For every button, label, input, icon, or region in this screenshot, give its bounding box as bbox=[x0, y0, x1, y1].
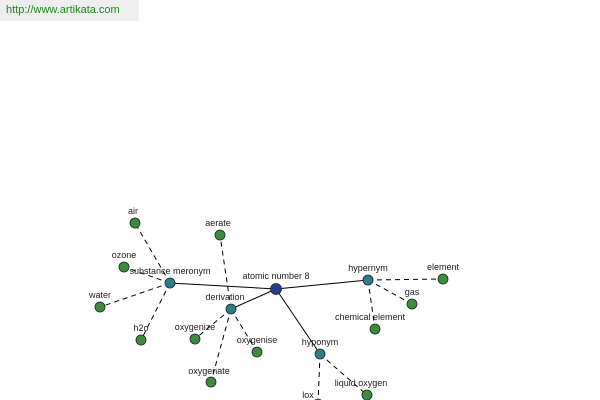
graph-node-chemical-element[interactable]: chemical element bbox=[335, 312, 406, 335]
edge-hyponym-liquid-oxygen bbox=[319, 353, 368, 396]
graph-node-gas[interactable]: gas bbox=[405, 287, 420, 310]
edge-substance-meronym-ozone bbox=[123, 266, 171, 284]
node-label: oxygenize bbox=[175, 322, 216, 332]
node-dot[interactable] bbox=[437, 273, 449, 285]
graph-node-h2o[interactable]: h2o bbox=[133, 323, 149, 346]
node-label: element bbox=[427, 262, 460, 272]
graph-node-lox[interactable]: lox bbox=[302, 390, 323, 400]
graph-node-root[interactable]: atomic number 8 bbox=[242, 271, 310, 295]
node-layer: atomic number 8 substance meronym derivati… bbox=[88, 206, 460, 400]
edge-derivation-aerate bbox=[219, 234, 232, 310]
edge-hypernym-element bbox=[367, 278, 444, 281]
node-label: gas bbox=[405, 287, 420, 297]
node-label: h2o bbox=[133, 323, 148, 333]
node-dot[interactable] bbox=[118, 261, 130, 273]
graph-node-air[interactable]: air bbox=[128, 206, 141, 229]
graph-node-aerate[interactable]: aerate bbox=[205, 218, 231, 241]
graph-node-derivation[interactable]: derivation bbox=[205, 292, 245, 315]
node-label: hyponym bbox=[302, 337, 339, 347]
node-dot[interactable] bbox=[189, 333, 201, 345]
node-label: ozone bbox=[112, 250, 137, 260]
node-dot[interactable] bbox=[251, 346, 263, 358]
node-label: oxygenate bbox=[188, 366, 230, 376]
node-label: hypernym bbox=[348, 263, 388, 273]
node-dot[interactable] bbox=[214, 229, 226, 241]
node-label: oxygenise bbox=[237, 335, 278, 345]
edge-hyponym-lox bbox=[317, 353, 321, 400]
node-label: air bbox=[128, 206, 138, 216]
edge-root-hyponym bbox=[275, 288, 321, 355]
node-dot[interactable] bbox=[362, 274, 374, 286]
node-label: chemical element bbox=[335, 312, 406, 322]
graph-node-oxygenize[interactable]: oxygenize bbox=[175, 322, 216, 345]
node-label: lox bbox=[302, 390, 314, 400]
node-dot[interactable] bbox=[205, 376, 217, 388]
edge-substance-meronym-h2o bbox=[140, 282, 171, 341]
node-dot[interactable] bbox=[164, 277, 176, 289]
graph-node-element[interactable]: element bbox=[427, 262, 460, 285]
graph-node-water[interactable]: water bbox=[88, 290, 111, 313]
edge-substance-meronym-air bbox=[134, 222, 171, 284]
node-dot[interactable] bbox=[94, 301, 106, 313]
node-dot[interactable] bbox=[361, 389, 373, 400]
edge-derivation-oxygenise bbox=[230, 308, 258, 353]
edge-root-hypernym bbox=[275, 279, 369, 290]
node-label: derivation bbox=[205, 292, 244, 302]
node-dot[interactable] bbox=[369, 323, 381, 335]
node-dot[interactable] bbox=[225, 303, 237, 315]
edge-layer bbox=[99, 222, 444, 400]
site-link[interactable]: http://www.artikata.com bbox=[0, 0, 139, 21]
node-dot[interactable] bbox=[314, 348, 326, 360]
node-label: water bbox=[88, 290, 111, 300]
node-dot[interactable] bbox=[270, 283, 282, 295]
node-label: liquid oxygen bbox=[335, 378, 388, 388]
graph-node-ozone[interactable]: ozone bbox=[112, 250, 137, 273]
node-dot[interactable] bbox=[129, 217, 141, 229]
edge-substance-meronym-water bbox=[99, 282, 171, 308]
graph-node-liquid-oxygen[interactable]: liquid oxygen bbox=[335, 378, 388, 400]
edge-derivation-oxygenize bbox=[194, 308, 232, 340]
graph-node-hypernym[interactable]: hypernym bbox=[348, 263, 388, 286]
edge-root-substance-meronym bbox=[169, 282, 277, 290]
edge-derivation-oxygenate bbox=[210, 308, 232, 383]
node-label: aerate bbox=[205, 218, 231, 228]
graph-node-oxygenate[interactable]: oxygenate bbox=[188, 366, 230, 388]
graph-node-hyponym[interactable]: hyponym bbox=[302, 337, 339, 360]
graph-node-substance-meronym[interactable]: substance meronym bbox=[129, 266, 211, 289]
node-dot[interactable] bbox=[406, 298, 418, 310]
node-label: atomic number 8 bbox=[242, 271, 309, 281]
graph-node-oxygenise[interactable]: oxygenise bbox=[237, 335, 278, 358]
edge-root-derivation bbox=[230, 288, 277, 310]
node-label: substance meronym bbox=[129, 266, 210, 276]
node-dot[interactable] bbox=[135, 334, 147, 346]
